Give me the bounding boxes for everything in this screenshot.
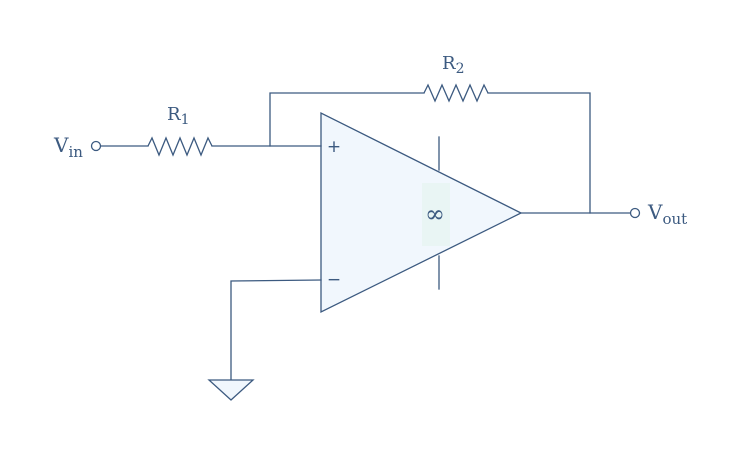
opamp-gain-highlight	[422, 183, 450, 246]
label-r1-sub: 1	[181, 112, 190, 128]
label-vout-sub: out	[662, 210, 687, 228]
label-vin-sub: in	[68, 143, 83, 161]
resistor-r2[interactable]	[423, 83, 489, 103]
label-r2: R2	[442, 53, 464, 77]
opamp-triangle	[320, 111, 523, 314]
ground-icon	[207, 379, 255, 401]
label-vout: Vout	[647, 200, 687, 228]
resistor-r1[interactable]	[147, 136, 213, 157]
label-r2-main: R	[442, 53, 456, 74]
opamp-minus-sign: −	[327, 270, 341, 290]
label-vout-main: V	[647, 200, 663, 224]
label-vin-main: V	[53, 133, 69, 157]
label-vin: Vin	[53, 133, 83, 161]
wire-feedback-right	[487, 92, 591, 214]
label-r2-sub: 2	[456, 61, 465, 77]
label-r1: R1	[167, 104, 189, 128]
wire-minus-to-ground	[230, 279, 322, 381]
wire-feedback-left	[269, 92, 425, 147]
opamp-plus-sign: +	[327, 137, 341, 157]
vout-terminal-circle-icon[interactable]	[629, 207, 641, 219]
vin-terminal-circle-icon[interactable]	[90, 140, 102, 152]
opamp-gain-symbol: ∞	[425, 200, 445, 228]
label-r1-main: R	[167, 104, 181, 125]
